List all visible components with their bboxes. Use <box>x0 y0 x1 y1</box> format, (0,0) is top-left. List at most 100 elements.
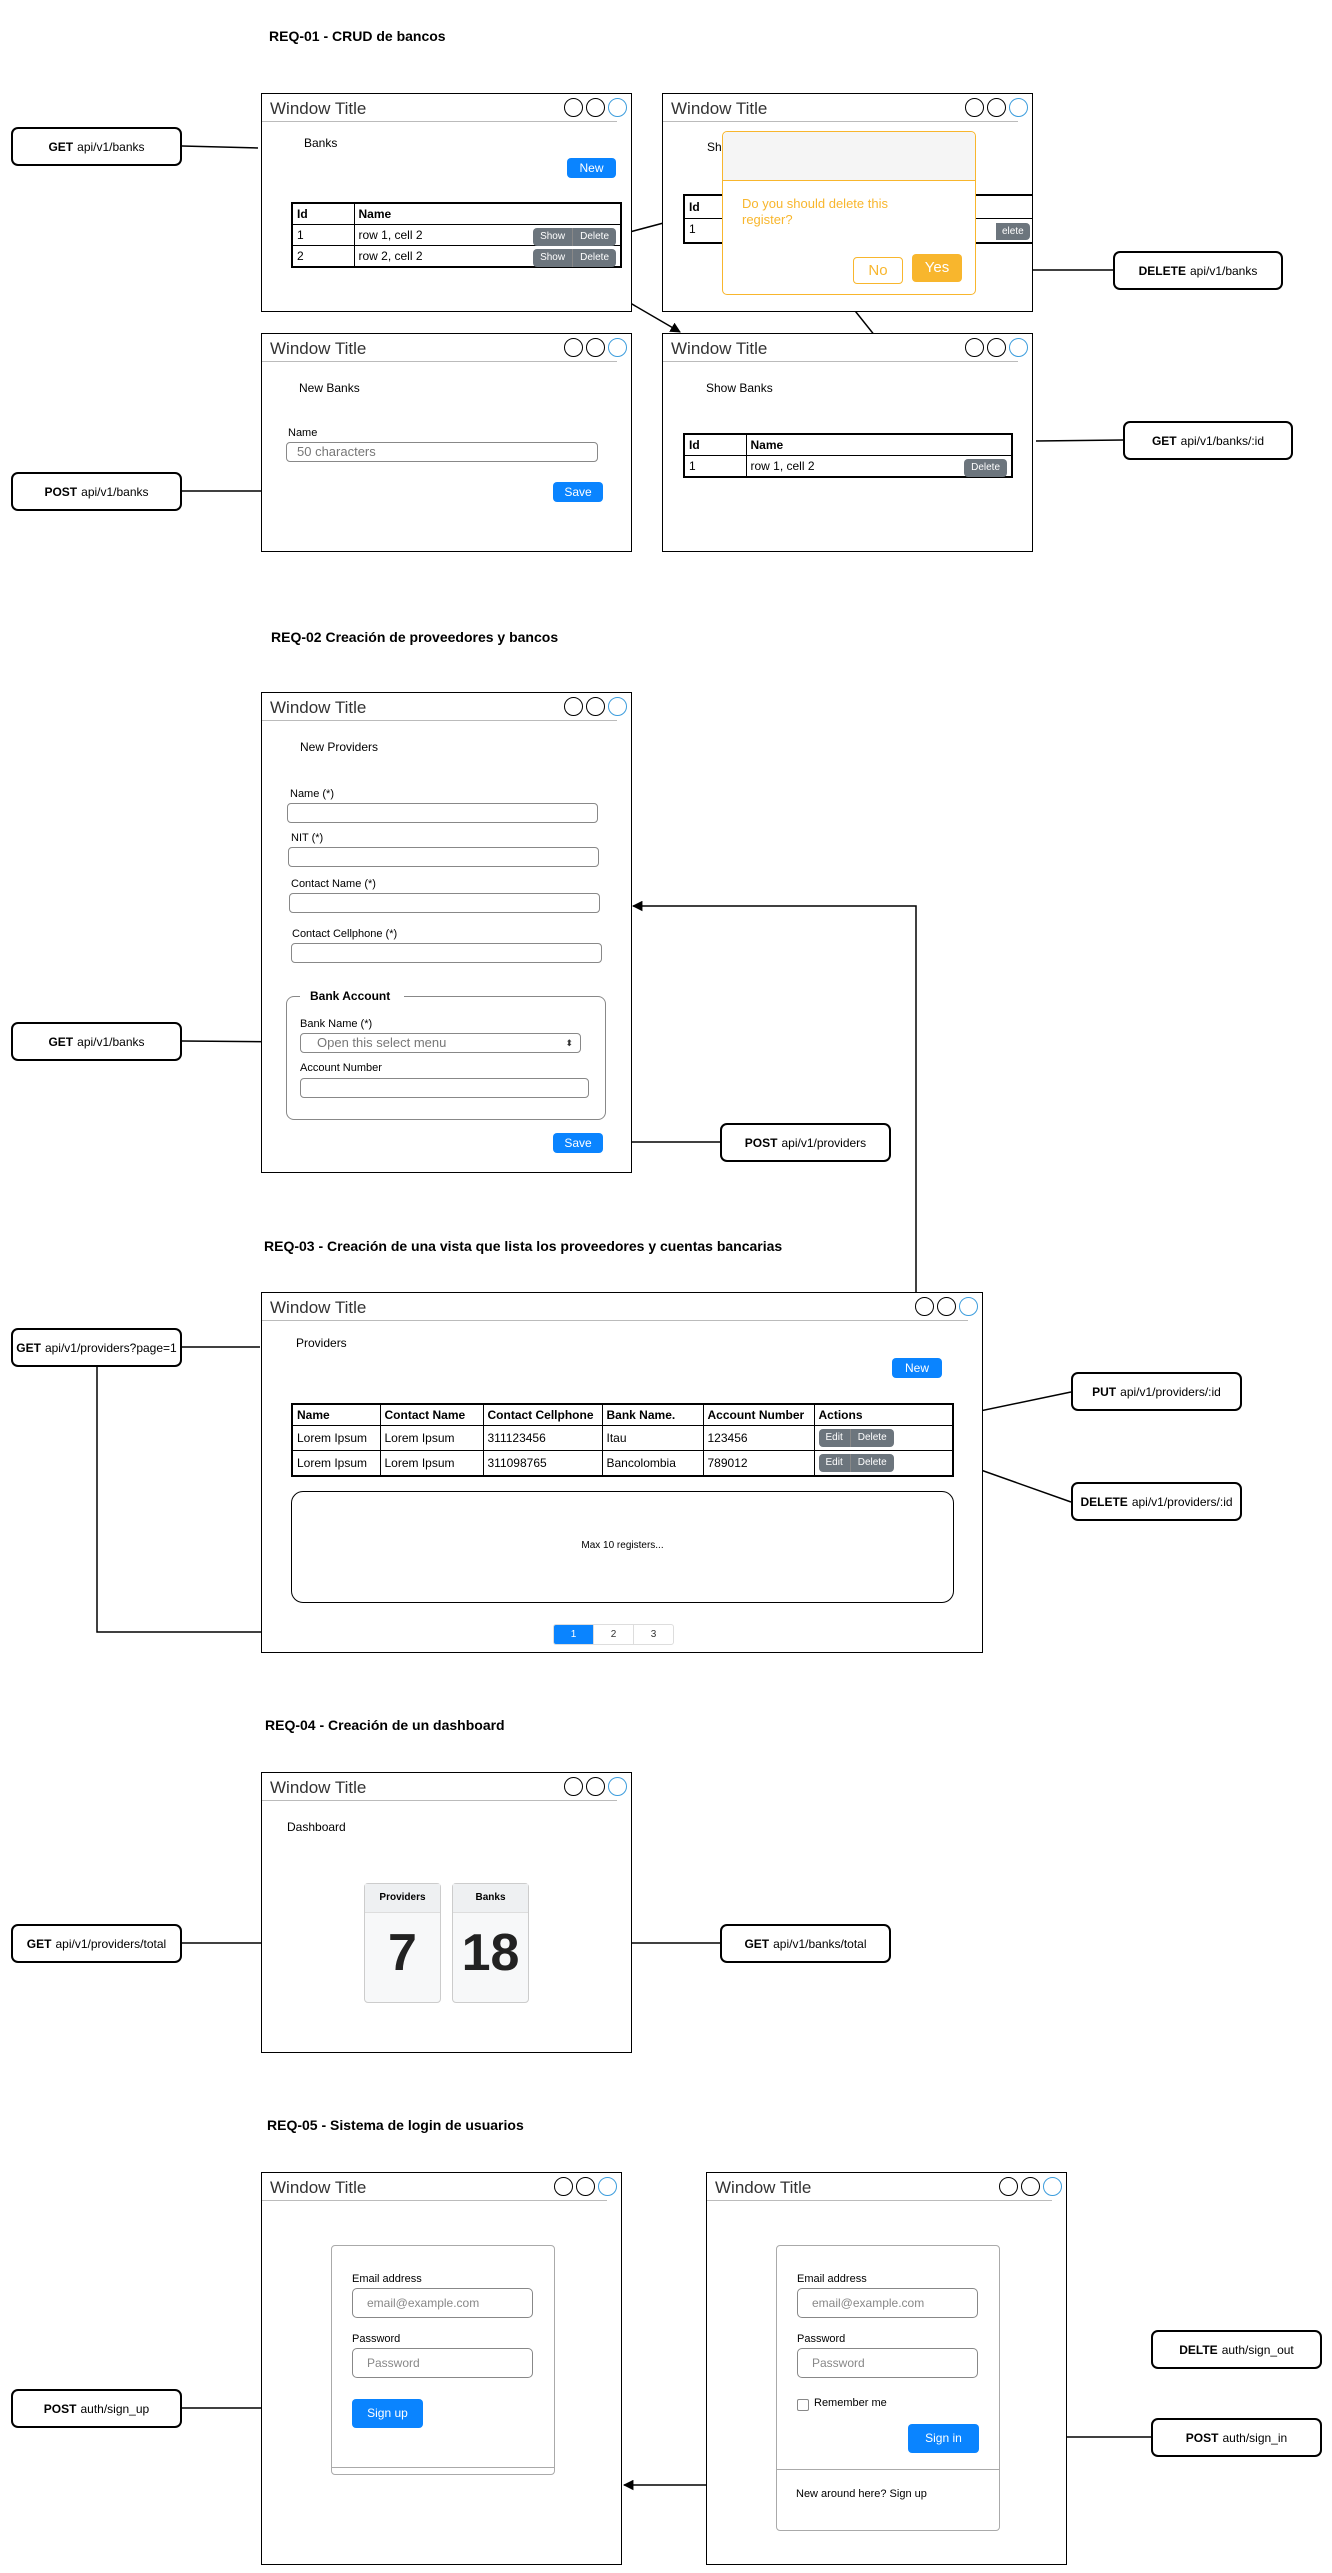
providers-card: Providers 7 <box>364 1883 441 2003</box>
email-label: Email address <box>352 2273 422 2285</box>
peek-delete-button[interactable]: elete <box>996 223 1030 240</box>
new-bank-heading: New Banks <box>299 381 360 395</box>
window-button-icon[interactable] <box>965 338 984 357</box>
window-button-icon[interactable] <box>1043 2177 1062 2196</box>
name-label: Name <box>288 427 318 439</box>
delete-button[interactable]: Delete <box>964 459 1007 477</box>
new-bank-button[interactable]: New <box>567 158 616 178</box>
delete-button[interactable]: Delete <box>849 1454 894 1472</box>
window-button-icon[interactable] <box>999 2177 1018 2196</box>
api-path: auth/sign_up <box>80 2401 150 2416</box>
dashboard-heading: Dashboard <box>287 1820 346 1834</box>
max-registers-note: Max 10 registers... <box>581 1540 664 1551</box>
table-cell: Itau <box>601 1425 704 1451</box>
nit-input[interactable] <box>288 847 599 867</box>
bank-name-select[interactable]: Open this select menu⬍ <box>300 1033 581 1053</box>
account-number-input[interactable] <box>300 1078 589 1098</box>
api-path: auth/sign_out <box>1221 2342 1294 2357</box>
page-3-button[interactable]: 3 <box>633 1625 673 1644</box>
edit-button[interactable]: Edit <box>818 1429 850 1447</box>
email-field[interactable]: email@example.com <box>797 2288 978 2318</box>
show-button[interactable]: Show <box>533 249 573 267</box>
window-button-icon[interactable] <box>586 338 605 357</box>
window-button-icon[interactable] <box>576 2177 595 2196</box>
row-actions: Delete <box>964 459 1007 477</box>
email-field[interactable]: email@example.com <box>352 2288 533 2318</box>
api-path: api/v1/providers/:id <box>1131 1494 1233 1509</box>
modal-message: Do you should delete this register? <box>742 196 888 227</box>
show-banks-heading-peek: Sh <box>707 140 722 154</box>
contact-cellphone-label: Contact Cellphone (*) <box>292 928 398 940</box>
api-method: DELETE <box>1138 263 1186 278</box>
table-cell: row 1, cell 2 <box>750 459 815 473</box>
edit-button[interactable]: Edit <box>818 1454 850 1472</box>
table-cell: 311123456 <box>482 1425 603 1451</box>
providers-table: Name Contact Name Contact Cellphone Bank… <box>291 1403 954 1477</box>
provider-name-input[interactable] <box>287 803 598 823</box>
sign-in-card: Email address email@example.com Password… <box>776 2245 1000 2531</box>
nit-label: NIT (*) <box>291 832 324 844</box>
window-button-icon[interactable] <box>965 98 984 117</box>
api-path: api/v1/banks <box>81 484 149 499</box>
window-button-icon[interactable] <box>915 1297 934 1316</box>
page-2-button[interactable]: 2 <box>593 1625 633 1644</box>
remember-me-checkbox[interactable] <box>797 2399 809 2411</box>
table-header: Name <box>353 202 622 225</box>
bank-name-input[interactable]: 50 characters <box>286 442 598 462</box>
sign-up-button[interactable]: Sign up <box>352 2399 423 2428</box>
window-button-icon[interactable] <box>987 338 1006 357</box>
window-button-icon[interactable] <box>564 338 583 357</box>
show-button[interactable]: Show <box>533 228 573 246</box>
window-button-icon[interactable] <box>608 1777 627 1796</box>
sign-up-link[interactable]: New around here? Sign up <box>796 2488 927 2500</box>
new-provider-window: Window Title New Providers Name (*) NIT … <box>261 692 632 1173</box>
window-button-icon[interactable] <box>959 1297 978 1316</box>
new-provider-button[interactable]: New <box>892 1358 942 1378</box>
window-controls <box>965 338 1028 357</box>
window-button-icon[interactable] <box>586 697 605 716</box>
window-button-icon[interactable] <box>608 697 627 716</box>
delete-button[interactable]: Delete <box>572 249 616 267</box>
password-field[interactable]: Password <box>352 2348 533 2378</box>
window-button-icon[interactable] <box>987 98 1006 117</box>
sign-in-button[interactable]: Sign in <box>908 2424 979 2453</box>
window-controls <box>965 98 1028 117</box>
api-method: GET <box>48 139 74 154</box>
window-button-icon[interactable] <box>586 98 605 117</box>
window-button-icon[interactable] <box>564 697 583 716</box>
page-1-button[interactable]: 1 <box>554 1625 593 1644</box>
contact-name-input[interactable] <box>289 893 600 913</box>
window-button-icon[interactable] <box>564 98 583 117</box>
save-provider-button[interactable]: Save <box>553 1133 603 1153</box>
delete-button[interactable]: Delete <box>572 228 616 246</box>
api-path: api/v1/providers/total <box>55 1936 167 1951</box>
save-bank-button[interactable]: Save <box>553 482 603 502</box>
window-button-icon[interactable] <box>1021 2177 1040 2196</box>
contact-cellphone-input[interactable] <box>291 943 602 963</box>
window-button-icon[interactable] <box>598 2177 617 2196</box>
delete-modal: Do you should delete this register? No Y… <box>722 131 976 295</box>
table-header: Id <box>683 433 747 456</box>
window-button-icon[interactable] <box>586 1777 605 1796</box>
select-value: Open this select menu <box>317 1035 447 1050</box>
new-provider-heading: New Providers <box>300 740 379 754</box>
window-button-icon[interactable] <box>1009 338 1028 357</box>
window-button-icon[interactable] <box>608 338 627 357</box>
yes-button[interactable]: Yes <box>912 254 962 282</box>
table-cell: row 1, cell 2 <box>358 228 423 242</box>
sign-in-window: Window Title Email address email@example… <box>706 2172 1067 2565</box>
window-button-icon[interactable] <box>608 98 627 117</box>
delete-confirm-window: Window Title Sh Id 1 elete Do you should… <box>662 93 1033 312</box>
window-button-icon[interactable] <box>564 1777 583 1796</box>
password-field[interactable]: Password <box>797 2348 978 2378</box>
window-button-icon[interactable] <box>937 1297 956 1316</box>
no-button[interactable]: No <box>853 257 903 284</box>
window-button-icon[interactable] <box>554 2177 573 2196</box>
window-button-icon[interactable] <box>1009 98 1028 117</box>
delete-button[interactable]: Delete <box>849 1429 894 1447</box>
